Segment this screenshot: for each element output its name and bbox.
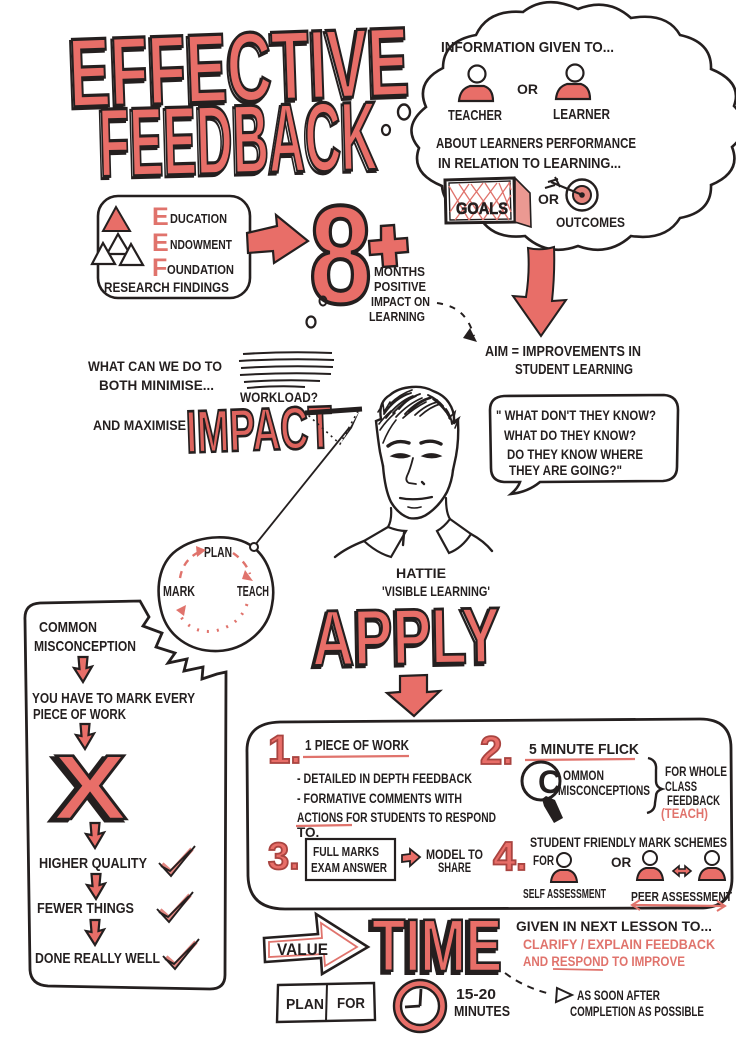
svg-text:MISCONCEPTION: MISCONCEPTION <box>34 638 136 655</box>
svg-text:MONTHS: MONTHS <box>374 265 425 279</box>
svg-text:OR: OR <box>611 855 632 870</box>
svg-text:FEWER THINGS: FEWER THINGS <box>37 901 134 917</box>
svg-text:VALUE: VALUE <box>277 940 328 959</box>
svg-text:15-20: 15-20 <box>456 986 496 1003</box>
svg-text:AND RESPOND TO IMPROVE: AND RESPOND TO IMPROVE <box>523 954 685 969</box>
svg-text:FULL MARKS: FULL MARKS <box>313 844 379 859</box>
svg-text:LEARNER: LEARNER <box>553 106 610 123</box>
svg-text:FOR: FOR <box>533 853 554 868</box>
svg-text:'VISIBLE LEARNING': 'VISIBLE LEARNING' <box>382 583 490 599</box>
svg-text:MINUTES: MINUTES <box>454 1003 510 1020</box>
svg-text:PLAN: PLAN <box>286 997 324 1013</box>
svg-text:AND MAXIMISE: AND MAXIMISE <box>93 417 186 433</box>
svg-text:RESEARCH FINDINGS: RESEARCH FINDINGS <box>104 279 229 295</box>
svg-text:LEARNING: LEARNING <box>369 310 425 324</box>
svg-text:TEACHER: TEACHER <box>448 107 502 124</box>
svg-text:AS SOON AFTER: AS SOON AFTER <box>577 988 660 1003</box>
svg-text:(TEACH): (TEACH) <box>661 806 708 821</box>
svg-text:PEER ASSESSMENT: PEER ASSESSMENT <box>631 890 732 904</box>
svg-text:STUDENT FRIENDLY MARK SCHEMES: STUDENT FRIENDLY MARK SCHEMES <box>530 835 727 850</box>
svg-text:CLASS: CLASS <box>665 779 697 794</box>
svg-text:MISCONCEPTIONS: MISCONCEPTIONS <box>558 783 650 798</box>
svg-text:- FORMATIVE COMMENTS WITH: - FORMATIVE COMMENTS WITH <box>297 791 462 806</box>
svg-text:GOALS: GOALS <box>456 199 508 218</box>
svg-text:GIVEN IN NEXT LESSON TO...: GIVEN IN NEXT LESSON TO... <box>516 919 712 934</box>
svg-text:ABOUT LEARNERS PERFORMANCE: ABOUT LEARNERS PERFORMANCE <box>436 135 636 152</box>
svg-text:AIM = IMPROVEMENTS IN: AIM = IMPROVEMENTS IN <box>485 343 641 360</box>
svg-text:SHARE: SHARE <box>438 860 471 875</box>
svg-text:" WHAT DON'T THEY KNOW?: " WHAT DON'T THEY KNOW? <box>496 408 656 423</box>
svg-text:IMPACT: IMPACT <box>185 394 333 466</box>
svg-text:MODEL TO: MODEL TO <box>426 847 483 862</box>
svg-text:EFFECTIVE: EFFECTIVE <box>65 8 409 130</box>
svg-text:ACTIONS FOR STUDENTS TO RESPON: ACTIONS FOR STUDENTS TO RESPOND <box>297 810 496 825</box>
svg-text:OR: OR <box>517 81 538 97</box>
svg-text:FEEDBACK: FEEDBACK <box>96 82 377 199</box>
svg-text:E: E <box>152 203 169 231</box>
svg-text:COMPLETION AS POSSIBLE: COMPLETION AS POSSIBLE <box>570 1004 704 1019</box>
svg-text:HIGHER QUALITY: HIGHER QUALITY <box>39 856 147 872</box>
svg-text:POSITIVE: POSITIVE <box>374 280 426 294</box>
svg-text:BOTH MINIMISE...: BOTH MINIMISE... <box>99 377 214 393</box>
svg-text:WORKLOAD?: WORKLOAD? <box>240 389 318 405</box>
svg-text:THEY ARE GOING?": THEY ARE GOING?" <box>509 463 622 478</box>
svg-text:APPLY: APPLY <box>309 592 499 684</box>
svg-text:FEEDBACK: FEEDBACK <box>667 793 720 808</box>
svg-text:5 MINUTE FLICK: 5 MINUTE FLICK <box>529 741 639 758</box>
svg-text:YOU HAVE TO MARK EVERY: YOU HAVE TO MARK EVERY <box>32 691 195 707</box>
svg-text:DO THEY KNOW WHERE: DO THEY KNOW WHERE <box>507 447 643 462</box>
svg-text:4.: 4. <box>493 833 527 879</box>
svg-text:EXAM ANSWER: EXAM ANSWER <box>311 860 387 875</box>
svg-text:FEEDBACK: FEEDBACK <box>98 80 379 197</box>
svg-text:TIME: TIME <box>369 906 499 989</box>
svg-text:TIME: TIME <box>372 904 502 987</box>
svg-text:3.: 3. <box>268 836 300 878</box>
svg-text:OUNDATION: OUNDATION <box>167 262 234 277</box>
svg-text:NDOWMENT: NDOWMENT <box>170 237 232 252</box>
svg-text:C: C <box>538 764 561 800</box>
svg-text:HATTIE: HATTIE <box>396 565 446 581</box>
svg-text:APPLY: APPLY <box>311 590 501 682</box>
svg-text:8: 8 <box>309 176 372 333</box>
svg-text:OMMON: OMMON <box>563 768 604 783</box>
svg-text:COMMON: COMMON <box>39 619 97 636</box>
svg-text:1.: 1. <box>268 728 301 772</box>
svg-text:WHAT DO THEY KNOW?: WHAT DO THEY KNOW? <box>504 428 636 443</box>
svg-text:TEACH: TEACH <box>237 584 269 600</box>
svg-text:IMPACT ON: IMPACT ON <box>371 295 430 309</box>
svg-text:FOR: FOR <box>337 996 365 1012</box>
svg-text:DUCATION: DUCATION <box>170 211 227 226</box>
svg-text:2.: 2. <box>480 729 513 773</box>
svg-text:FOR WHOLE: FOR WHOLE <box>665 764 727 779</box>
svg-text:EFFECTIVE: EFFECTIVE <box>67 6 411 128</box>
svg-text:IN RELATION TO LEARNING...: IN RELATION TO LEARNING... <box>438 155 621 172</box>
svg-text:OUTCOMES: OUTCOMES <box>556 214 625 230</box>
svg-text:PIECE OF WORK: PIECE OF WORK <box>33 707 126 723</box>
svg-text:X: X <box>49 739 123 841</box>
svg-text:1 PIECE OF WORK: 1 PIECE OF WORK <box>305 737 409 754</box>
svg-text:DONE REALLY WELL: DONE REALLY WELL <box>35 951 160 967</box>
svg-text:STUDENT LEARNING: STUDENT LEARNING <box>515 361 633 378</box>
svg-text:- DETAILED IN DEPTH FEEDBACK: - DETAILED IN DEPTH FEEDBACK <box>297 771 472 786</box>
svg-text:X: X <box>53 737 127 839</box>
svg-text:CLARIFY / EXPLAIN FEEDBACK: CLARIFY / EXPLAIN FEEDBACK <box>523 937 715 952</box>
svg-text:PLAN: PLAN <box>204 545 232 561</box>
svg-text:INFORMATION GIVEN TO...: INFORMATION GIVEN TO... <box>441 39 614 56</box>
svg-text:F: F <box>152 254 167 282</box>
svg-text:WHAT CAN WE DO TO: WHAT CAN WE DO TO <box>88 358 222 374</box>
svg-text:MARK: MARK <box>163 584 195 600</box>
svg-text:OR: OR <box>538 191 559 207</box>
svg-text:TO.: TO. <box>297 825 319 840</box>
svg-text:E: E <box>152 229 169 257</box>
svg-text:SELF ASSESSMENT: SELF ASSESSMENT <box>523 887 606 901</box>
